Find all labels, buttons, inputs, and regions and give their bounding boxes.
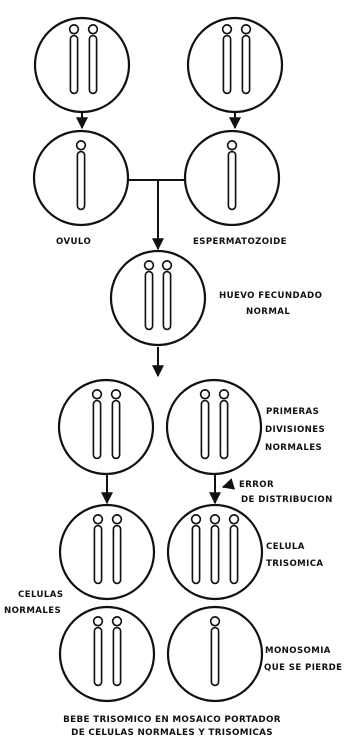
label-celulas-line2: NORMALES	[4, 606, 61, 616]
label-espermatozoide: ESPERMATOZOIDE	[193, 237, 287, 247]
division-cell-left	[59, 380, 153, 474]
label-celula-line1: CELULA	[266, 542, 305, 552]
label-monosomia-line2: QUE SE PIERDE	[264, 663, 342, 673]
label-error-line2: DE DISTRIBUCION	[241, 495, 333, 505]
zygote-cell	[111, 251, 205, 345]
label-huevo-line1: HUEVO FECUNDADO	[219, 291, 322, 301]
normal-cell-row5	[60, 505, 154, 599]
label-ovulo: OVULO	[56, 237, 91, 247]
label-error-line1: ERROR	[239, 480, 274, 490]
caption-line1: BEBE TRISOMICO EN MOSAICO PORTADOR	[63, 715, 281, 725]
label-huevo-line2: NORMAL	[246, 307, 290, 317]
label-primeras-line3: NORMALES	[265, 443, 322, 453]
caption-line2: DE CELULAS NORMALES Y TRISOMICAS	[71, 728, 273, 738]
label-celula-line2: TRISOMICA	[266, 559, 323, 569]
label-celulas-line1: CELULAS	[18, 590, 63, 600]
division-cell-right	[167, 380, 261, 474]
normal-cell-row6	[60, 607, 154, 701]
parent-cell-left	[35, 18, 129, 112]
parent-cell-right	[188, 18, 282, 112]
label-monosomia-line1: MONOSOMIA	[265, 646, 331, 656]
arrow-error-pointer	[223, 484, 233, 487]
label-primeras-line2: DIVISIONES	[265, 425, 325, 435]
label-primeras-line1: PRIMERAS	[266, 407, 319, 417]
